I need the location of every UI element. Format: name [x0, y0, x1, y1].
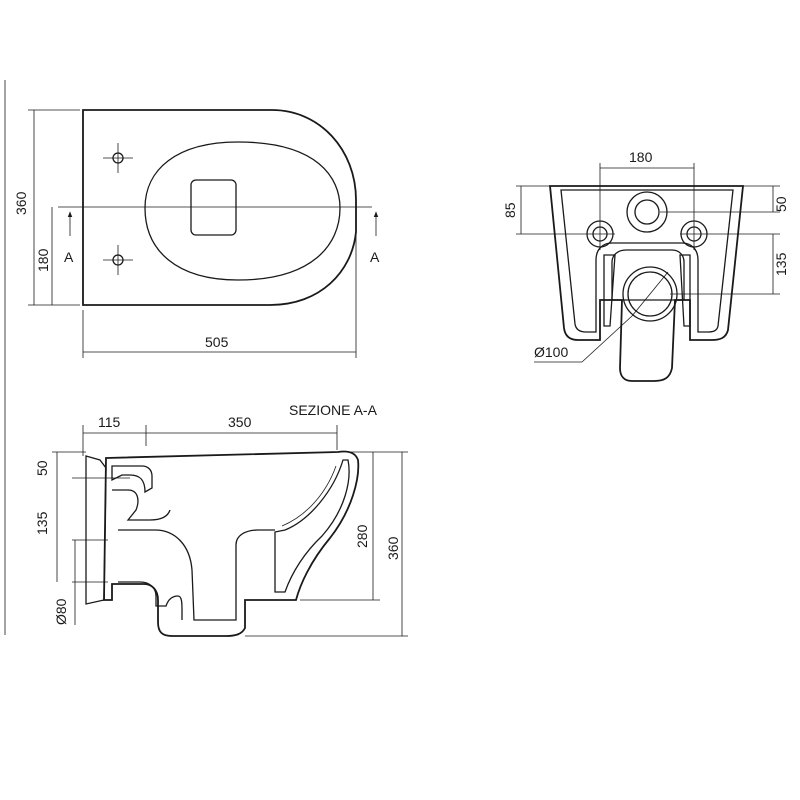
- top-view: A A 360 180 505: [13, 109, 380, 358]
- svg-text:180: 180: [35, 248, 51, 272]
- dim-fixing-height: 85: [502, 186, 522, 234]
- section-trap-inner: [118, 581, 183, 620]
- section-outer-body: [103, 450, 360, 637]
- svg-text:115: 115: [98, 414, 121, 430]
- dim-rim-height: 280: [300, 451, 380, 601]
- dim-width: 360: [13, 109, 80, 306]
- dim-outlet-diameter-section: Ø80: [53, 540, 76, 625]
- section-marker-left: A: [64, 211, 74, 265]
- svg-text:135: 135: [34, 511, 50, 535]
- section-view: SEZIONE A-A 115 350: [34, 402, 408, 637]
- svg-text:180: 180: [629, 149, 653, 165]
- rear-trap: [611, 249, 685, 301]
- section-inlet-rim: [112, 489, 171, 521]
- dim-outlet-drop: 135: [34, 478, 58, 582]
- rear-view-outline: [549, 185, 744, 382]
- svg-text:280: 280: [354, 524, 370, 548]
- fixing-hole-upper: [103, 143, 133, 173]
- svg-text:350: 350: [228, 414, 252, 430]
- section-marker-right: A: [370, 211, 380, 265]
- dim-rear-offset: 115: [82, 414, 147, 456]
- svg-text:360: 360: [385, 536, 401, 560]
- dim-bowl-length: 350: [146, 414, 338, 450]
- dim-half-width: 180: [35, 207, 53, 305]
- dim-outlet-diameter: Ø100: [534, 271, 669, 363]
- svg-text:50: 50: [34, 460, 50, 476]
- svg-text:360: 360: [13, 191, 29, 215]
- svg-text:Ø80: Ø80: [53, 598, 69, 625]
- rear-view-inner-wall: [560, 189, 734, 333]
- rear-pocket-left: [603, 254, 616, 327]
- section-bowl-wall: [281, 465, 337, 527]
- dim-fixing-spacing: 180: [600, 149, 694, 169]
- flush-hole: [190, 179, 237, 236]
- section-title: SEZIONE A-A: [289, 402, 378, 418]
- svg-text:85: 85: [502, 202, 518, 218]
- dim-total-height: 360: [245, 451, 408, 637]
- svg-text:A: A: [64, 249, 74, 265]
- rear-pocket-right: [679, 254, 691, 327]
- dim-outlet-height: 135: [772, 234, 789, 294]
- bowl-opening: [144, 141, 341, 281]
- svg-text:Ø100: Ø100: [534, 344, 568, 360]
- dim-length: 505: [82, 232, 357, 358]
- section-inlet-channel: [111, 465, 153, 494]
- svg-text:A: A: [370, 249, 380, 265]
- svg-text:135: 135: [773, 252, 789, 276]
- rear-view: 180 85 50 135 Ø100: [502, 149, 789, 382]
- top-view-outline: [82, 109, 357, 306]
- section-bowl-inner: [274, 459, 350, 593]
- svg-text:50: 50: [773, 196, 789, 212]
- svg-text:505: 505: [205, 334, 229, 350]
- dim-inlet-height: 50: [772, 186, 789, 212]
- fixing-hole-lower: [103, 245, 133, 275]
- dim-inlet-drop: 50: [34, 452, 58, 478]
- section-trap: [118, 529, 275, 621]
